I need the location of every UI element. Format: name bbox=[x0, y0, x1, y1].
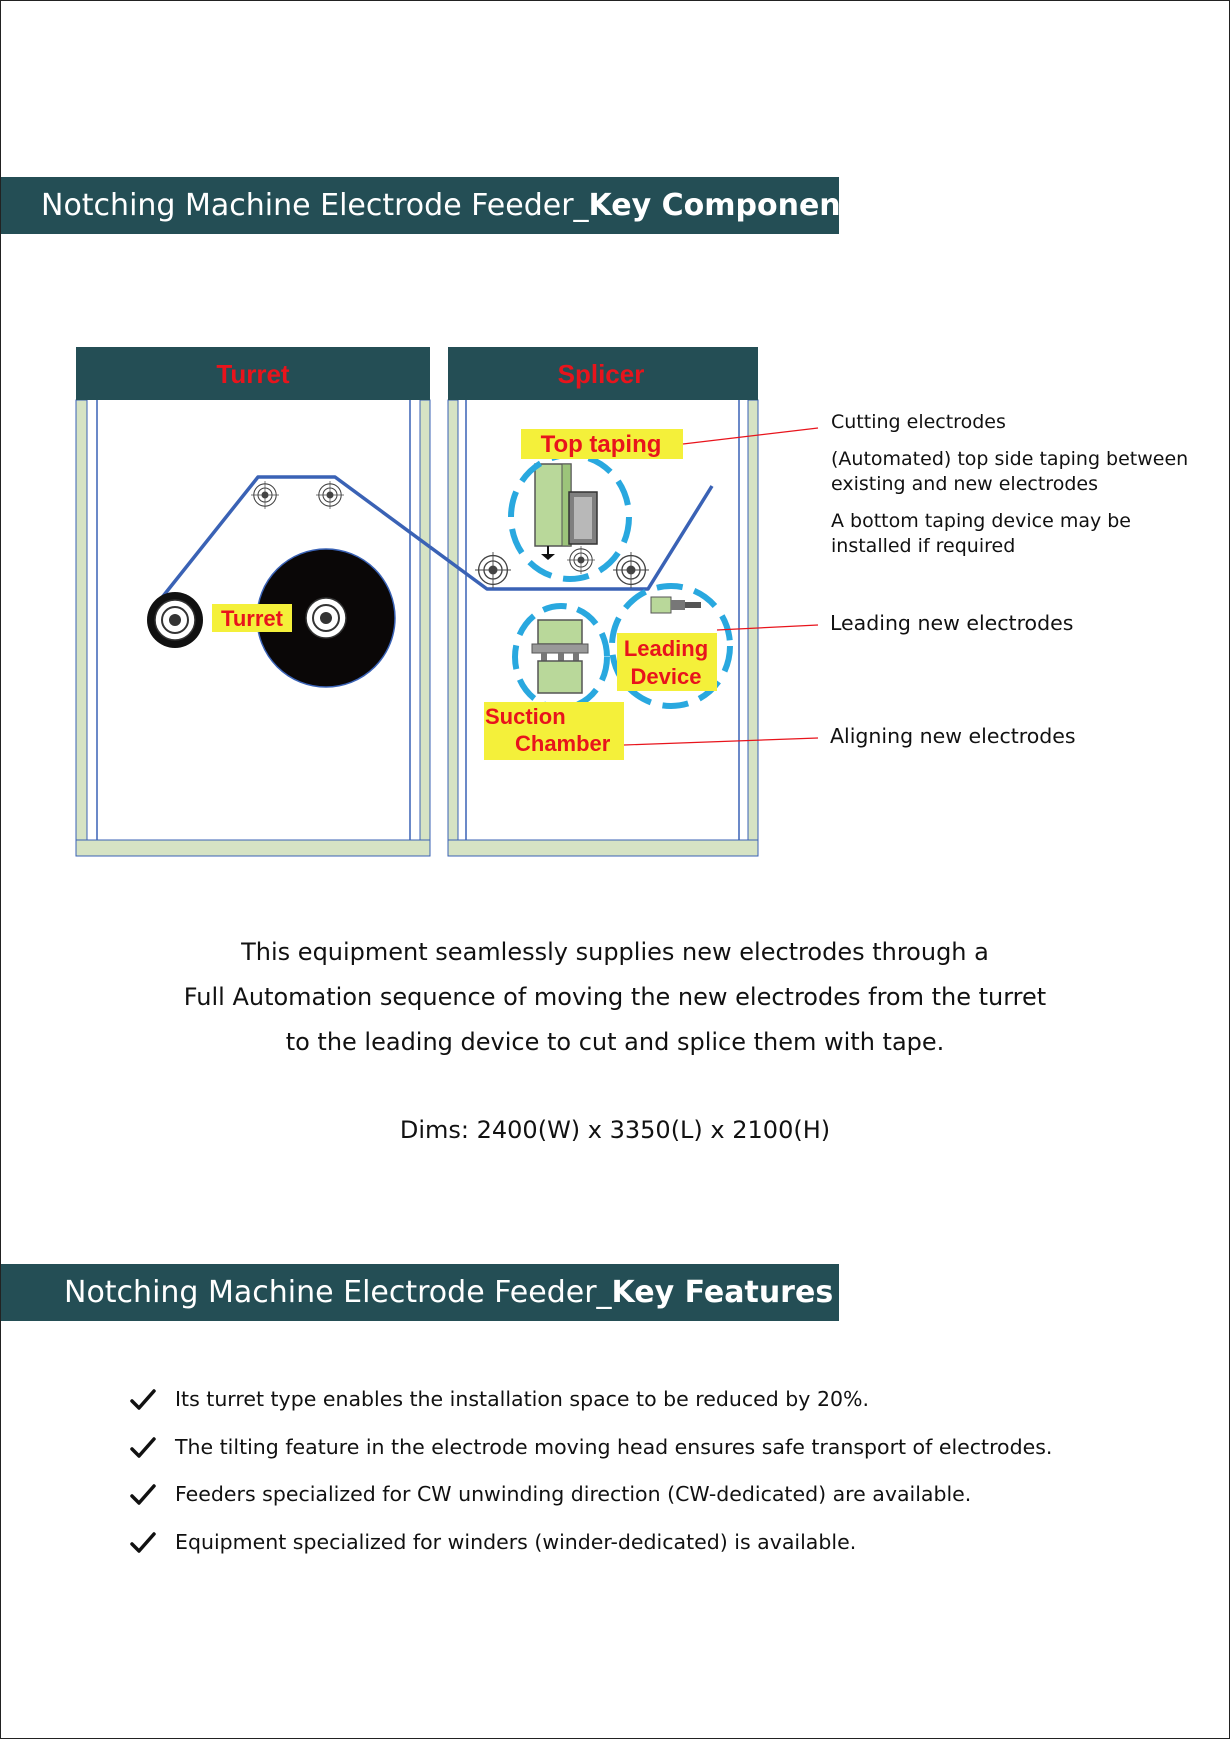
turret-panel-header bbox=[76, 347, 430, 400]
svg-text:Leading: Leading bbox=[624, 636, 708, 661]
feature-text: Feeders specialized for CW unwinding dir… bbox=[175, 1482, 972, 1506]
feature-list: Its turret type enables the installation… bbox=[130, 1376, 1052, 1566]
feature-item: The tilting feature in the electrode mov… bbox=[130, 1424, 1052, 1472]
leader-line bbox=[682, 427, 819, 445]
svg-text:Device: Device bbox=[631, 664, 702, 689]
description-line: Full Automation sequence of moving the n… bbox=[183, 983, 1047, 1011]
equipment-dimensions: Dims: 2400(W) x 3350(L) x 2100(H) bbox=[399, 1116, 831, 1144]
guide-roller bbox=[567, 546, 595, 574]
section-title-bold: Key Features bbox=[611, 1275, 834, 1310]
checkmark-icon bbox=[130, 1436, 156, 1458]
guide-roller bbox=[316, 481, 344, 509]
svg-text:Top taping: Top taping bbox=[541, 431, 662, 458]
checkmark-icon bbox=[130, 1484, 156, 1505]
leading-device-label: Leading Device bbox=[617, 633, 717, 691]
turret-panel: Turret bbox=[75, 347, 431, 857]
turret-label: Turret bbox=[212, 604, 292, 632]
callout-aligning: Aligning new electrodes bbox=[830, 724, 1076, 748]
svg-text:Turret: Turret bbox=[221, 606, 284, 631]
description-line: This equipment seamlessly supplies new e… bbox=[241, 938, 989, 966]
leader-line bbox=[623, 737, 819, 746]
callout-taping: existing and new electrodes bbox=[831, 473, 1098, 495]
splicer-panel-title: Splicer bbox=[558, 359, 645, 389]
svg-text:Chamber: Chamber bbox=[515, 731, 611, 756]
feeder-diagram: Turret Splicer bbox=[75, 347, 1188, 857]
checkmark-icon bbox=[130, 1389, 156, 1410]
section-title-prefix: Notching Machine Electrode Feeder_ bbox=[64, 1275, 612, 1310]
feature-item: Feeders specialized for CW unwinding dir… bbox=[130, 1471, 1052, 1519]
checkmark-icon bbox=[130, 1531, 156, 1553]
callout-leading: Leading new electrodes bbox=[830, 611, 1073, 635]
callout-taping: (Automated) top side taping between bbox=[831, 448, 1188, 470]
callout-cutting: Cutting electrodes bbox=[831, 411, 1006, 433]
leading-device-unit bbox=[609, 583, 733, 709]
electrode-web-path bbox=[158, 475, 714, 602]
suction-chamber-unit bbox=[512, 603, 610, 711]
leader-line bbox=[716, 624, 819, 631]
callout-bottom-taping: A bottom taping device may be bbox=[831, 510, 1131, 532]
splicer-panel-header bbox=[448, 347, 758, 400]
small-reel bbox=[147, 592, 203, 648]
svg-text:Suction: Suction bbox=[485, 704, 566, 729]
feature-text: The tilting feature in the electrode mov… bbox=[175, 1434, 1053, 1459]
callout-bottom-taping: installed if required bbox=[831, 535, 1015, 557]
top-taping-label: Top taping bbox=[521, 429, 683, 459]
feature-item: Its turret type enables the installation… bbox=[130, 1376, 1052, 1424]
guide-roller bbox=[251, 481, 279, 509]
description-line: to the leading device to cut and splice … bbox=[285, 1028, 945, 1056]
section-title-prefix: Notching Machine Electrode Feeder_ bbox=[41, 188, 589, 223]
suction-chamber-label: Suction Chamber bbox=[484, 702, 624, 760]
section-title-bold: Key Components bbox=[588, 188, 873, 223]
section-title-key-features: Notching Machine Electrode Feeder_Key Fe… bbox=[1, 1264, 839, 1321]
feature-text: Its turret type enables the installation… bbox=[175, 1387, 870, 1411]
feature-text: Equipment specialized for winders (winde… bbox=[175, 1529, 857, 1554]
equipment-description: This equipment seamlessly supplies new e… bbox=[0, 930, 1230, 1065]
feature-item: Equipment specialized for winders (winde… bbox=[130, 1519, 1052, 1567]
splicer-panel: Splicer bbox=[447, 347, 759, 857]
section-title-key-components: Notching Machine Electrode Feeder_Key Co… bbox=[1, 177, 873, 234]
turret-panel-title: Turret bbox=[216, 359, 290, 389]
